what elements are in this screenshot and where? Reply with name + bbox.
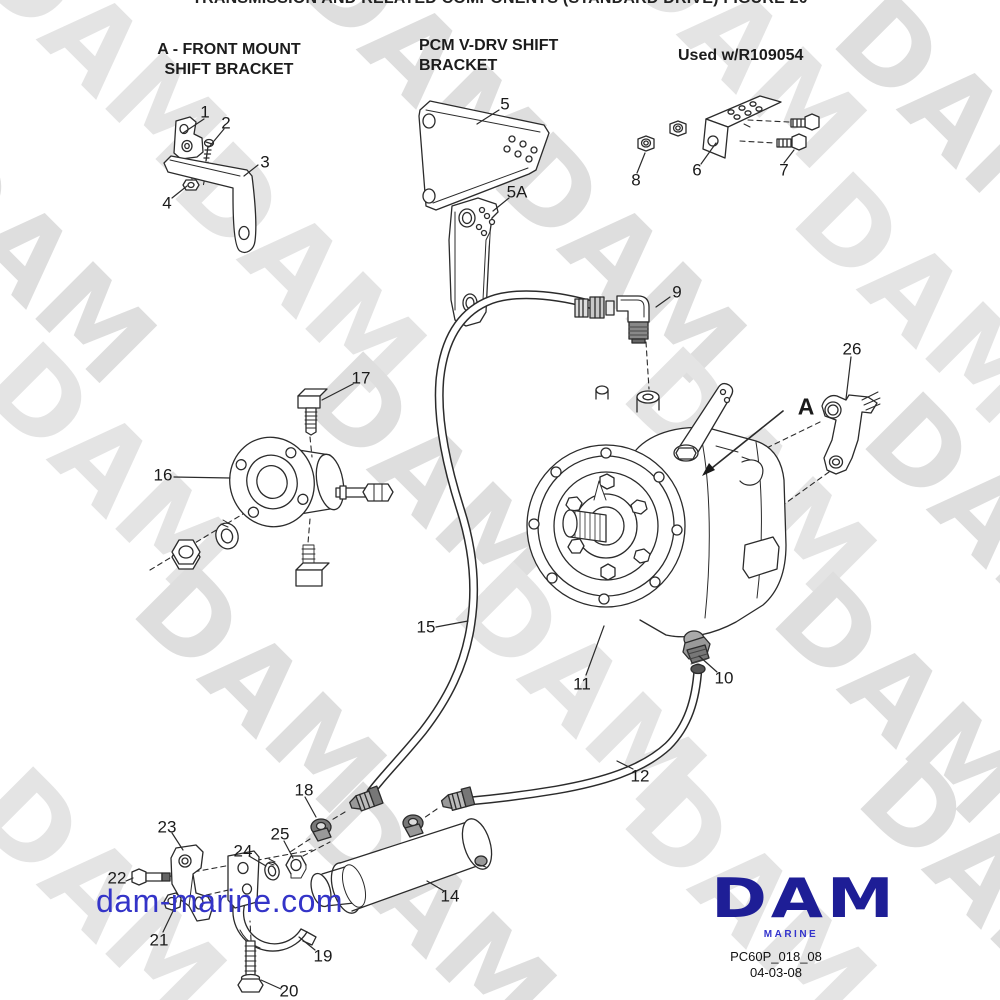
callout-19: 19	[313, 946, 333, 966]
callout-23: 23	[157, 817, 177, 837]
callout-12: 12	[630, 766, 650, 786]
section-front-line1: A - FRONT MOUNT	[157, 41, 301, 58]
part-1-small-bracket	[173, 116, 204, 160]
part-10-elbow-fitting	[682, 630, 711, 675]
section-pcm-line2: BRACKET	[419, 57, 498, 74]
part-16-flange-coupler	[229, 436, 345, 528]
callout-8: 8	[631, 170, 641, 190]
callout-11: 11	[573, 674, 591, 694]
callout-7: 7	[779, 160, 789, 180]
section-front-mount-title: A - FRONT MOUNT SHIFT BRACKET	[145, 40, 313, 80]
callout-26: 26	[842, 339, 862, 359]
callout-22: 22	[107, 868, 127, 888]
document-code: PC60P_018_08	[730, 949, 822, 964]
dam-logo-tagline: MARINE	[763, 929, 819, 940]
part-26-bracket	[821, 391, 881, 475]
part-25-nut	[285, 855, 307, 879]
flange-bolts	[565, 473, 651, 581]
a-arrow	[702, 410, 784, 476]
callout-14: 14	[440, 886, 460, 906]
document-date: 04-03-08	[749, 965, 803, 980]
callout-15: 15	[416, 617, 436, 637]
part-7-bolts	[776, 113, 820, 151]
callout-18: 18	[294, 780, 314, 800]
part-4-nut	[182, 179, 200, 191]
part-3-l-bracket	[163, 155, 257, 254]
part-15-hose	[363, 290, 601, 804]
part-20-bolt	[237, 940, 264, 993]
callout-6: 6	[692, 160, 702, 180]
callout-20: 20	[279, 981, 299, 1000]
part-5-pcm-bracket	[418, 100, 550, 211]
part-14-cooler	[310, 818, 493, 914]
callout-24: 24	[233, 841, 253, 861]
section-pcm-line1: PCM V-DRV SHIFT	[419, 37, 559, 54]
section-pcm-title: PCM V-DRV SHIFT BRACKET	[419, 36, 589, 76]
callout-16: 16	[153, 465, 173, 485]
callout-17: 17	[351, 368, 371, 388]
part-23-plate	[227, 850, 260, 909]
part-16-washer-nut	[171, 519, 239, 570]
part-8-nuts	[637, 120, 687, 152]
section-used-with-title: Used w/R109054	[678, 47, 804, 64]
callout-4: 4	[162, 193, 172, 213]
part-11-transmission	[526, 382, 787, 638]
website-watermark: dam-marine.com	[96, 883, 344, 919]
dam-logo: DAM	[711, 867, 898, 930]
callout-1: 1	[200, 102, 210, 122]
callout-a-ref: A	[797, 393, 815, 420]
part-24-lockwasher	[264, 858, 280, 881]
callout-5: 5	[500, 94, 510, 114]
part-22-bolt	[131, 868, 171, 886]
part-9-elbow-fitting	[574, 295, 650, 344]
callout-5a: 5A	[506, 182, 528, 202]
part-23-bracket	[170, 844, 214, 922]
part-12-hose	[459, 663, 703, 807]
callout-3: 3	[260, 152, 270, 172]
callout-2: 2	[221, 113, 231, 133]
part-5a-bracket	[448, 197, 499, 327]
leader-lines	[125, 109, 852, 990]
section-front-line2: SHIFT BRACKET	[164, 61, 294, 78]
part-18-fittings	[310, 785, 476, 842]
callout-10: 10	[714, 668, 734, 688]
callout-9: 9	[672, 282, 682, 302]
callout-25: 25	[270, 824, 290, 844]
part-21-nut	[163, 892, 182, 911]
page-title: TRANSMISSION AND RELATED COMPONENTS (STA…	[0, 0, 1000, 7]
part-17-setscrews	[295, 388, 330, 587]
part-6-plate-bracket	[702, 95, 782, 159]
part-16-bolt	[335, 483, 394, 502]
callout-21: 21	[149, 930, 169, 950]
